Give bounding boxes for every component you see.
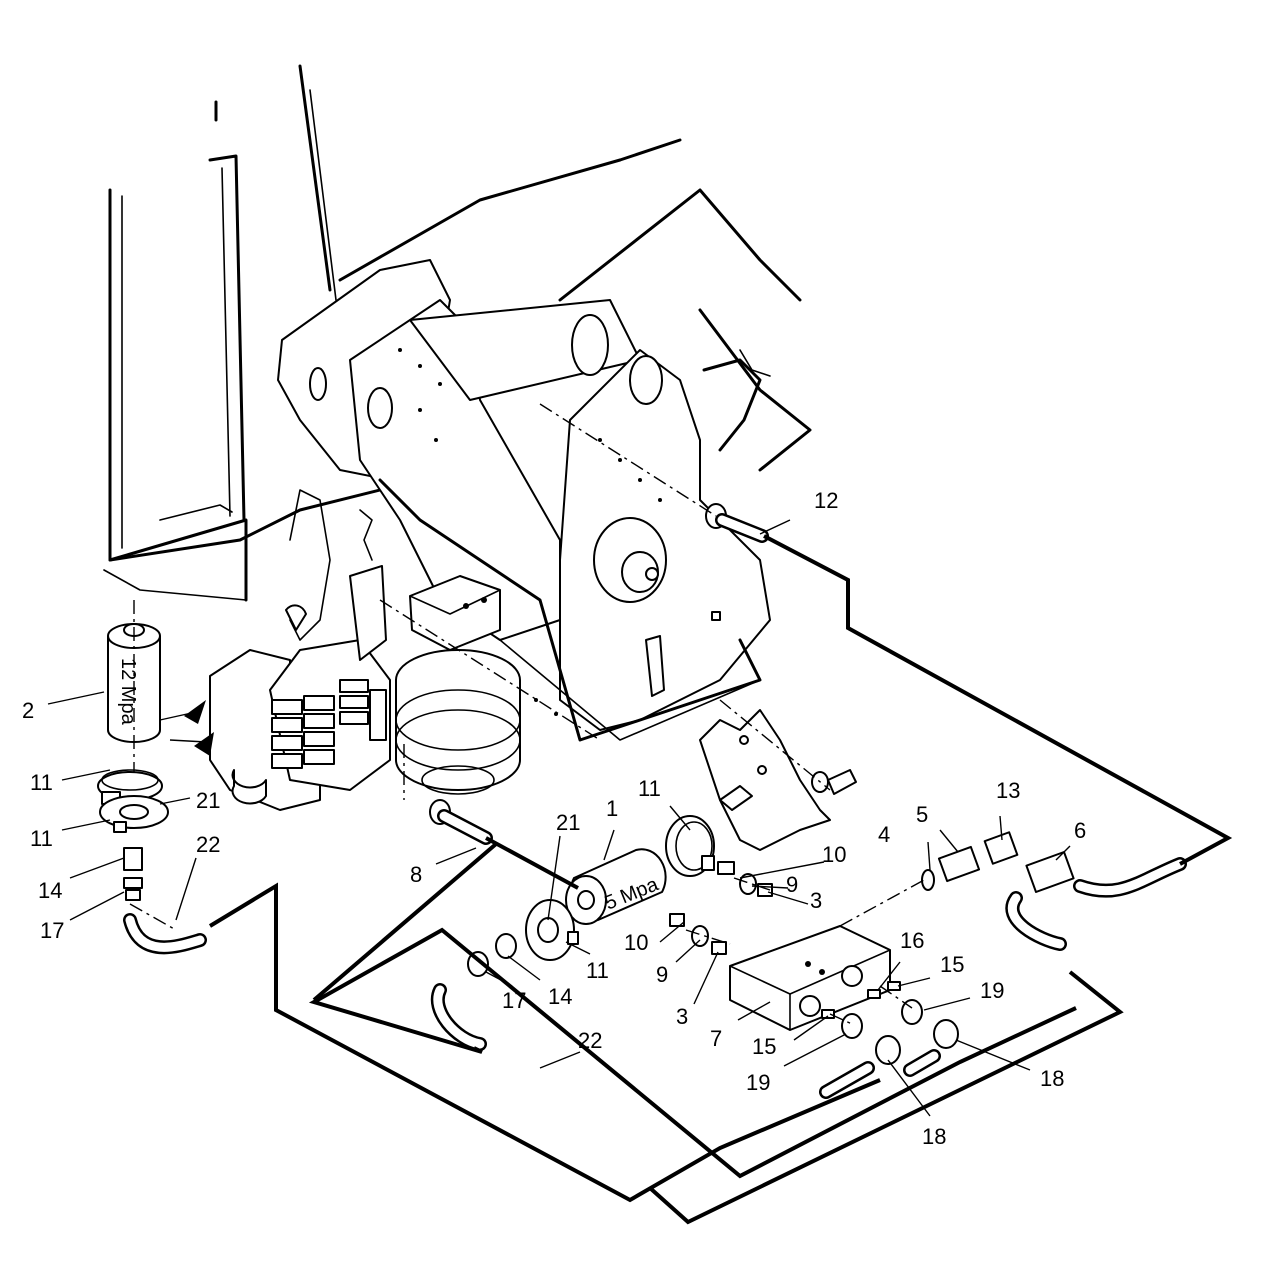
callout-9-upper: 9	[786, 872, 798, 897]
callout-19-left: 19	[746, 1070, 770, 1095]
cab-panel	[103, 64, 422, 602]
callout-3-lower: 3	[676, 1004, 688, 1029]
plug-16	[867, 989, 881, 999]
valve-sections	[271, 679, 387, 769]
callout-3-upper: 3	[810, 888, 822, 913]
callout-9-lower: 9	[656, 962, 668, 987]
callout-8: 8	[410, 862, 422, 887]
secondary-filter: 5 Mpa	[565, 848, 667, 925]
callout-22-main: 22	[196, 832, 220, 857]
small-fittings	[429, 503, 1075, 1065]
callout-4: 4	[878, 822, 890, 847]
callout-6: 6	[1074, 818, 1086, 843]
callout-11-clamp-2: 11	[638, 776, 661, 801]
seal-4	[921, 869, 935, 891]
callout-14-secondary: 14	[548, 984, 572, 1009]
boom-bracket	[277, 138, 812, 742]
centerlines	[379, 403, 925, 1025]
manifold-block	[729, 925, 891, 1031]
callout-2: 2	[22, 698, 34, 723]
callout-13: 13	[996, 778, 1020, 803]
fitting-19a	[901, 999, 923, 1025]
callout-18-right: 18	[1040, 1066, 1064, 1091]
callout-15-right: 15	[940, 952, 964, 977]
callout-16: 16	[900, 928, 924, 953]
swing-motor	[395, 575, 521, 795]
elbow-13	[983, 831, 1019, 865]
arrow-lower	[194, 732, 214, 756]
callout-17-secondary: 17	[502, 988, 526, 1013]
callout-11-head-2: 11	[586, 958, 609, 983]
leader-lines	[47, 519, 1071, 1117]
callout-18-lower: 18	[922, 1124, 946, 1149]
main-filter-label: 12 Mpa	[117, 658, 139, 726]
filter-head-11d	[525, 899, 579, 961]
seal-9b	[691, 925, 709, 947]
callout-1: 1	[606, 796, 618, 821]
callout-10-upper: 10	[822, 842, 846, 867]
filter-clamp-11c	[665, 815, 715, 877]
main-filter: 12 Mpa	[107, 600, 161, 800]
callout-17-main: 17	[40, 918, 64, 943]
callout-5: 5	[916, 802, 928, 827]
callout-7: 7	[710, 1026, 722, 1051]
callout-21-secondary: 21	[556, 810, 580, 835]
filter-head-11b	[99, 795, 169, 833]
pipe-lines	[129, 534, 1233, 1225]
callout-11-clamp: 11	[30, 770, 53, 795]
plug-15b	[821, 1009, 835, 1019]
cartridge-3b	[711, 941, 727, 955]
plug-10b	[669, 913, 685, 927]
hoses	[123, 513, 1187, 1099]
callout-12: 12	[814, 488, 838, 513]
callout-10-lower: 10	[624, 930, 648, 955]
elbow-18b	[875, 1035, 901, 1065]
plug-10a	[717, 861, 735, 875]
callout-19-right: 19	[980, 978, 1004, 1003]
callout-15-left: 15	[752, 1034, 776, 1059]
elbow-18a	[933, 1019, 959, 1049]
fitting-14b	[495, 933, 517, 959]
mounting-bracket	[699, 699, 857, 851]
tee-6	[1025, 851, 1075, 893]
control-valve	[159, 489, 391, 811]
callouts: 2 11 11 21 14 17 22 8 12 1 11 21 11 14 1…	[22, 488, 1086, 1149]
callout-21-main: 21	[196, 788, 220, 813]
fitting-14a	[123, 847, 143, 871]
callout-11-head: 11	[30, 826, 53, 851]
fitting-17a	[123, 877, 143, 901]
adapter-5	[937, 845, 981, 883]
fitting-19b	[841, 1013, 863, 1039]
callout-14-main: 14	[38, 878, 62, 903]
seal-9a	[739, 873, 757, 895]
callout-22-secondary: 22	[578, 1028, 602, 1053]
